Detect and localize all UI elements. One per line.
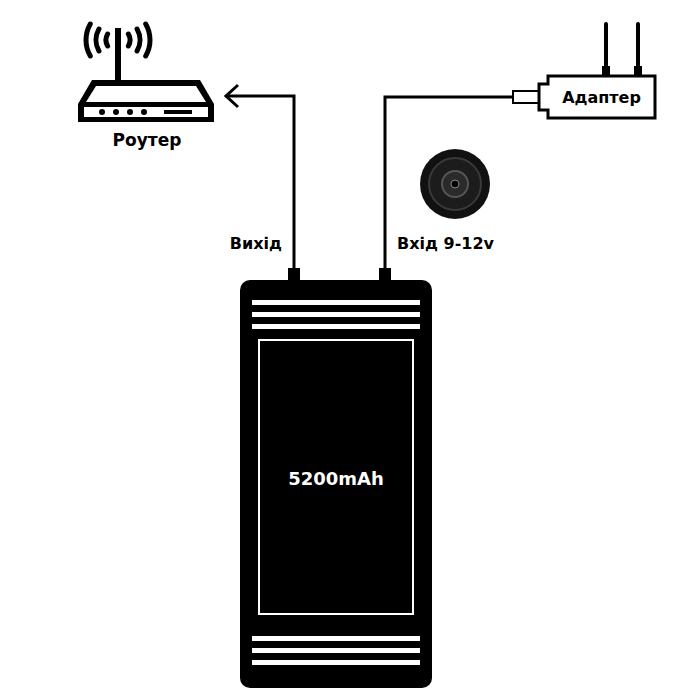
antenna <box>115 28 121 84</box>
connector <box>385 97 512 280</box>
adapter-node: Адаптер <box>512 72 658 122</box>
prong-base <box>602 66 610 76</box>
status-light <box>141 109 147 115</box>
wifi-wave <box>106 34 108 46</box>
vent-stripe <box>252 660 420 665</box>
vent-stripe <box>252 648 420 653</box>
wifi-wave <box>137 29 140 51</box>
port-label: Вхід 9-12v <box>395 234 496 253</box>
connector-line <box>226 96 294 280</box>
wifi-wave <box>96 29 99 51</box>
port-label: Вихід <box>228 234 284 253</box>
vent-stripe <box>252 636 420 641</box>
cord-plug <box>513 91 539 103</box>
capacity-label: 5200mAh <box>288 468 384 489</box>
status-light <box>113 109 119 115</box>
label-panel <box>259 340 413 614</box>
wifi-wave <box>128 34 130 46</box>
router-node: Роутер <box>72 18 222 154</box>
status-bar <box>164 110 192 114</box>
vent-stripe <box>252 312 420 317</box>
wifi-wave <box>146 24 150 56</box>
status-light <box>127 109 133 115</box>
power-bank: 5200mAh <box>240 280 432 688</box>
prong-base <box>634 66 642 76</box>
connector-line <box>385 97 512 280</box>
connector <box>226 85 294 280</box>
arrowhead <box>226 85 238 107</box>
jack-body <box>420 149 490 219</box>
barrel-jack <box>420 149 490 219</box>
router-body <box>78 80 214 122</box>
router-icon <box>72 18 222 128</box>
wifi-wave <box>86 24 90 56</box>
jack-pin <box>451 180 459 188</box>
vent-stripe <box>252 300 420 305</box>
jack-socket <box>442 171 468 197</box>
router-top <box>86 86 206 102</box>
status-light <box>99 109 105 115</box>
vent-stripe <box>252 324 420 329</box>
router-front <box>84 107 208 117</box>
device-label: Роутер <box>113 130 182 150</box>
jack-ring <box>429 158 481 210</box>
device-label: Адаптер <box>562 88 641 107</box>
adapter-body <box>539 76 655 118</box>
